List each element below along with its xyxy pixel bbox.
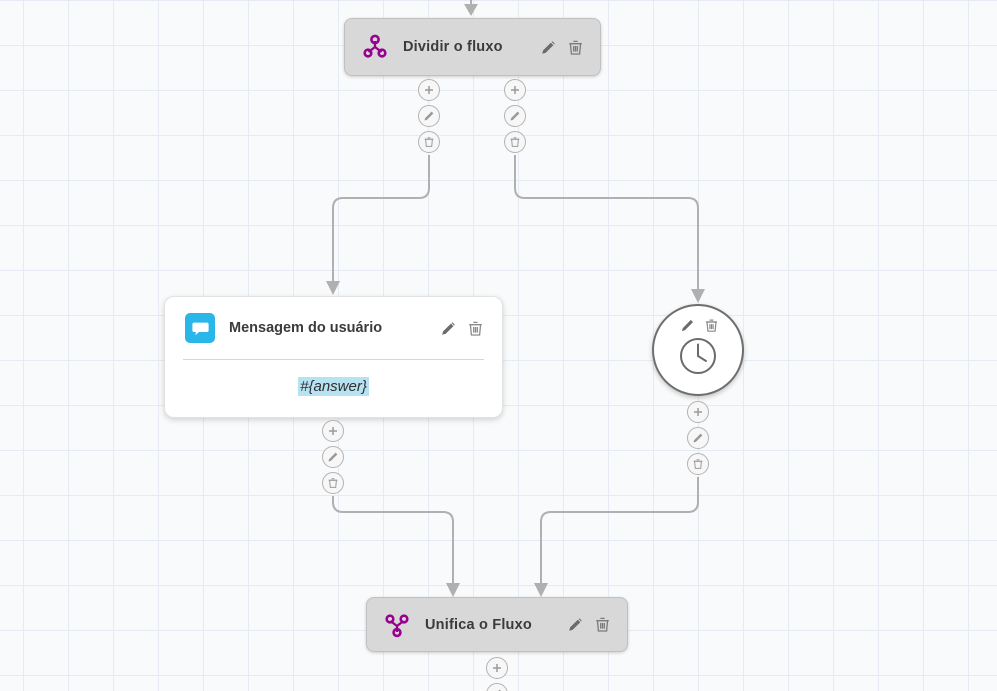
node-toolbar xyxy=(440,320,484,337)
edit-icon[interactable] xyxy=(687,427,709,449)
edge-message-to-merge xyxy=(332,496,454,585)
add-icon[interactable] xyxy=(504,79,526,101)
node-mensagem-do-usuario[interactable]: Mensagem do usuário #{answer} xyxy=(164,296,503,418)
card-header: Mensagem do usuário xyxy=(165,297,502,359)
split-flow-icon xyxy=(361,33,389,61)
arrow-head-merge-right xyxy=(534,583,548,597)
action-stack-message[interactable] xyxy=(322,420,344,494)
edit-icon[interactable] xyxy=(540,39,557,56)
delete-icon[interactable] xyxy=(418,131,440,153)
speech-bubble-icon xyxy=(185,313,215,343)
message-token: #{answer} xyxy=(298,376,369,396)
node-toolbar xyxy=(567,616,611,633)
add-icon[interactable] xyxy=(687,401,709,423)
node-unifica-o-fluxo[interactable]: Unifica o Fluxo xyxy=(366,597,628,652)
delete-icon[interactable] xyxy=(467,320,484,337)
edge-split-right-to-timer xyxy=(514,155,699,291)
edit-icon[interactable] xyxy=(418,105,440,127)
arrow-head-timer xyxy=(691,289,705,303)
add-icon[interactable] xyxy=(486,657,508,679)
node-toolbar xyxy=(680,318,719,333)
node-dividir-o-fluxo[interactable]: Dividir o fluxo xyxy=(344,18,601,76)
delete-icon[interactable] xyxy=(687,453,709,475)
edit-icon[interactable] xyxy=(322,446,344,468)
edge-timer-to-merge xyxy=(540,477,699,585)
delete-icon[interactable] xyxy=(594,616,611,633)
node-title: Unifica o Fluxo xyxy=(425,616,532,633)
node-toolbar xyxy=(540,39,584,56)
action-stack-split-right[interactable] xyxy=(504,79,526,153)
delete-icon[interactable] xyxy=(567,39,584,56)
action-stack-merge[interactable] xyxy=(486,657,508,691)
node-title: Mensagem do usuário xyxy=(229,320,383,336)
arrow-head-merge-left xyxy=(446,583,460,597)
card-body: #{answer} xyxy=(165,360,502,412)
delete-icon[interactable] xyxy=(704,318,719,333)
delete-icon[interactable] xyxy=(504,131,526,153)
card-divider xyxy=(183,359,484,360)
action-stack-timer[interactable] xyxy=(687,401,709,475)
action-stack-split-left[interactable] xyxy=(418,79,440,153)
arrow-head-incoming xyxy=(464,4,478,16)
delete-icon[interactable] xyxy=(322,472,344,494)
edge-split-left-to-message xyxy=(332,155,430,283)
edit-icon[interactable] xyxy=(504,105,526,127)
edit-icon[interactable] xyxy=(486,683,508,691)
node-title: Dividir o fluxo xyxy=(403,39,503,55)
add-icon[interactable] xyxy=(322,420,344,442)
merge-flow-icon xyxy=(383,611,411,639)
edit-icon[interactable] xyxy=(567,616,584,633)
edit-icon[interactable] xyxy=(680,318,695,333)
node-timer[interactable] xyxy=(652,304,744,396)
arrow-head-message xyxy=(326,281,340,295)
edit-icon[interactable] xyxy=(440,320,457,337)
clock-icon xyxy=(677,335,719,382)
add-icon[interactable] xyxy=(418,79,440,101)
